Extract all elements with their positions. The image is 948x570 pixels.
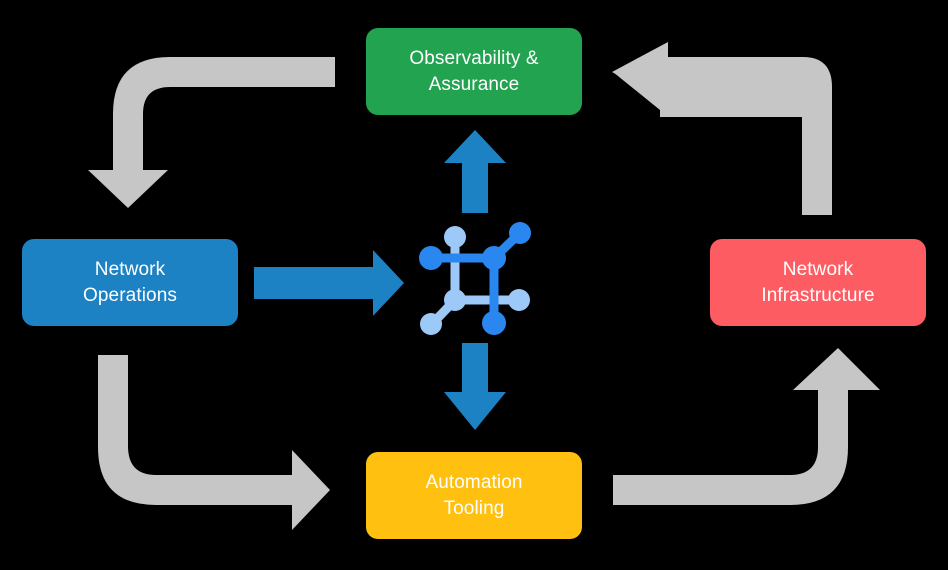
gray-arrow-infrastructure-to-observability-head <box>612 42 668 103</box>
blue-arrow-center-to-automation <box>444 343 506 430</box>
blue-arrow-center-to-observability <box>444 130 506 213</box>
topology-light-nodes <box>420 226 530 335</box>
node-label-automation-tooling: Automation Tooling <box>425 471 523 519</box>
node-box-network-infrastructure[interactable]: Network Infrastructure <box>710 239 926 326</box>
node-box-automation-tooling[interactable]: Automation Tooling <box>366 452 582 539</box>
gray-arrow-infrastructure-to-observability-shaft <box>664 57 832 215</box>
network-topology-icon <box>419 222 531 335</box>
node-label-network-operations: Network Operations <box>83 258 177 306</box>
topology-dark-nodes <box>419 222 531 335</box>
gray-arrow-automation-to-infrastructure <box>613 348 880 505</box>
blue-arrow-operations-to-center <box>254 250 404 316</box>
node-box-network-operations[interactable]: Network Operations <box>22 239 238 326</box>
gray-arrow-operations-to-automation <box>98 355 330 530</box>
node-label-network-infrastructure: Network Infrastructure <box>761 258 875 306</box>
node-label-observability: Observability & Assurance <box>409 47 539 95</box>
gray-arrow-infrastructure-to-observability <box>613 62 832 215</box>
gray-arrow-observability-to-operations <box>88 57 335 208</box>
node-box-observability[interactable]: Observability & Assurance <box>366 28 582 115</box>
